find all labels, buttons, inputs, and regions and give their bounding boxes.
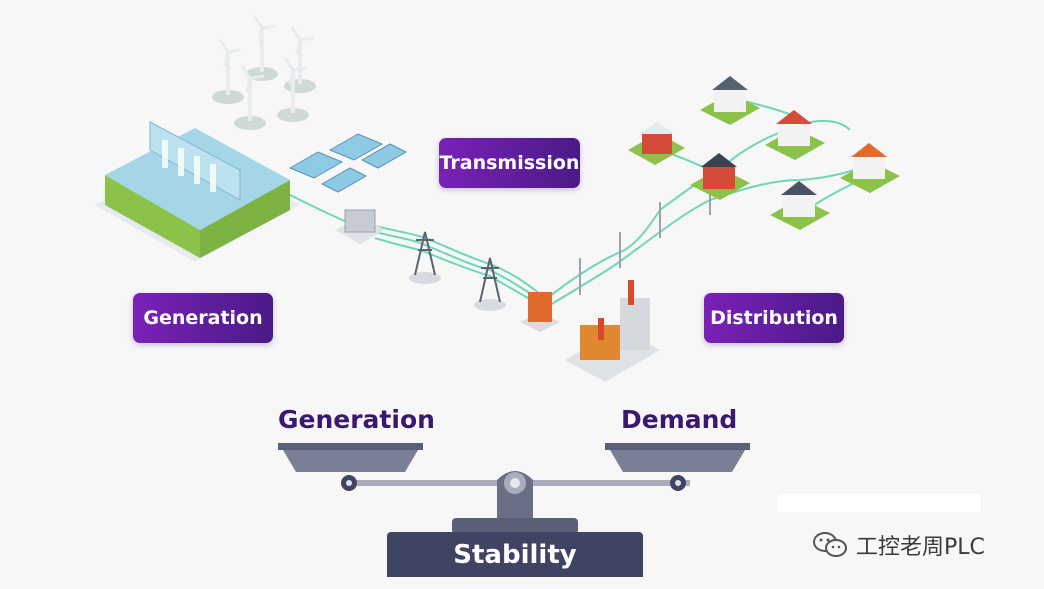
scale-base-top [452, 518, 578, 534]
substation [335, 209, 385, 244]
house [765, 110, 825, 160]
wind-turbine [277, 57, 309, 122]
stability-base: Stability [387, 532, 643, 577]
house [690, 153, 750, 200]
stability-label: Stability [453, 539, 577, 570]
right-pan-rim [605, 443, 750, 450]
wind-turbine [212, 39, 244, 104]
transmission-label: Transmission [439, 138, 580, 188]
houses [628, 76, 900, 230]
watermark-background [778, 494, 980, 512]
wind-turbine [234, 65, 266, 130]
power-plant [565, 280, 660, 382]
left-pan-rim [278, 443, 423, 450]
right-pan [610, 450, 745, 472]
wind-turbines [212, 15, 316, 130]
left-pan [283, 450, 418, 472]
wechat-icon [813, 532, 847, 557]
distribution-poles [579, 185, 711, 295]
house [770, 181, 830, 230]
distribution-label: Distribution [704, 293, 844, 343]
house [840, 143, 900, 193]
house [700, 76, 760, 125]
scale-generation-title: Generation [278, 405, 435, 434]
generation-label: Generation [133, 293, 273, 343]
scale-demand-title: Demand [621, 405, 738, 434]
wind-turbine [246, 15, 278, 81]
watermark: 工控老周PLC [812, 528, 1022, 562]
transmission-towers [409, 231, 506, 311]
watermark-text: 工控老周PLC [856, 535, 985, 560]
hydro-dam [95, 121, 300, 262]
solar-panels [288, 133, 408, 193]
house [628, 122, 685, 165]
balance-scale [278, 443, 750, 534]
transformer [520, 292, 560, 332]
